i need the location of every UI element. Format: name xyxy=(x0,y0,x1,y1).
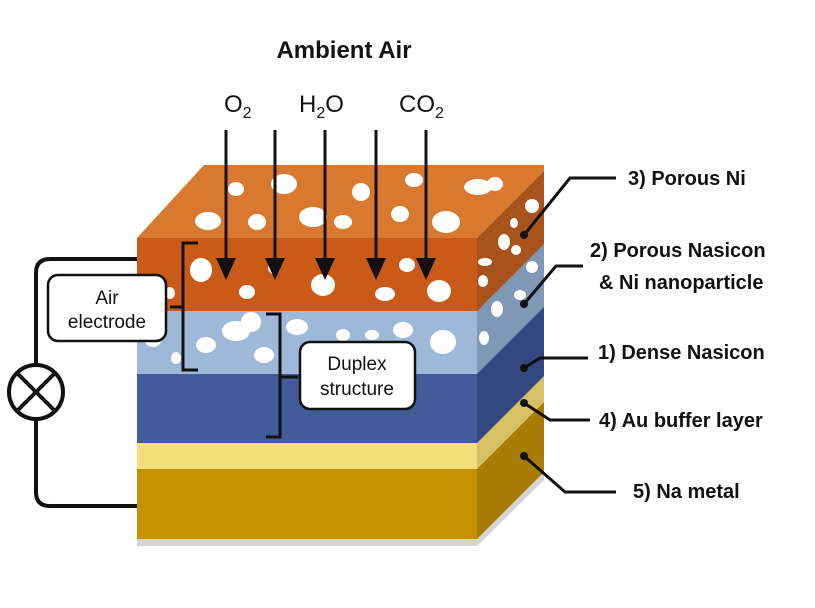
pores-top xyxy=(195,173,503,233)
pores-nasicon-side xyxy=(479,261,538,345)
dense-nasicon-side xyxy=(477,306,544,443)
lamp-icon xyxy=(7,363,65,421)
arrow-4 xyxy=(366,130,386,280)
pores-ni-front xyxy=(165,258,451,302)
svg-text:Duplex: Duplex xyxy=(327,354,387,375)
gas-arrows xyxy=(216,130,436,280)
arrow-3 xyxy=(315,130,335,280)
circuit-wire xyxy=(34,257,137,508)
au-buffer-side xyxy=(477,375,544,469)
label-ni-nanoparticle: & Ni nanoparticle xyxy=(599,272,763,294)
svg-text:electrode: electrode xyxy=(68,312,146,333)
leader-lines xyxy=(520,176,616,494)
arrow-2 xyxy=(265,130,285,280)
duplex-structure-callout: Duplex structure xyxy=(298,340,417,411)
gas-label-h2o: H2O xyxy=(299,91,344,122)
duplex-bracket xyxy=(266,312,298,439)
pores-nasicon-front xyxy=(144,312,456,364)
label-dense-nasicon: 1) Dense Nasicon xyxy=(598,342,765,364)
porous-nasicon-side xyxy=(477,243,544,374)
label-na-metal: 5) Na metal xyxy=(633,481,740,503)
pores-ni-side xyxy=(478,199,539,287)
svg-text:structure: structure xyxy=(320,379,394,400)
na-metal-front xyxy=(137,468,477,539)
air-electrode-callout: Air electrode xyxy=(46,273,168,343)
arrow-5 xyxy=(416,130,436,280)
arrow-1 xyxy=(216,130,236,280)
gas-label-co2: CO2 xyxy=(399,91,444,122)
title: Ambient Air xyxy=(276,37,411,64)
svg-text:Air: Air xyxy=(95,288,119,309)
gas-label-o2: O2 xyxy=(224,91,252,122)
label-au-buffer: 4) Au buffer layer xyxy=(599,410,763,432)
au-buffer-front xyxy=(137,442,477,469)
air-electrode-bracket xyxy=(170,241,198,372)
label-porous-ni: 3) Porous Ni xyxy=(628,168,746,190)
na-metal-side xyxy=(477,401,544,539)
label-porous-nasicon: 2) Porous Nasicon xyxy=(590,240,766,262)
